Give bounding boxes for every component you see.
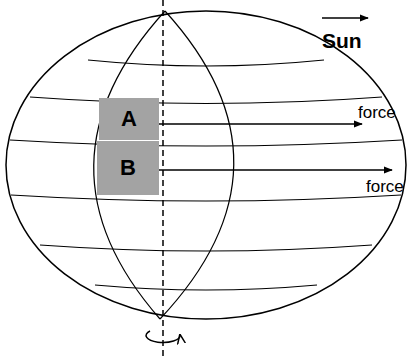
force-label: force [366, 178, 404, 195]
rotation-axis [162, 0, 164, 358]
latitude-lines [10, 60, 402, 290]
region-a: A [99, 98, 159, 140]
sun-direction-arrow [322, 17, 368, 19]
sun-label: Sun [322, 30, 362, 51]
region-letter: B [120, 157, 136, 179]
region-b: B [97, 141, 159, 195]
globe-outline [6, 11, 406, 319]
force-arrow [158, 169, 392, 171]
force-label: force [358, 104, 396, 121]
force-arrow [158, 123, 362, 125]
rotation-arrow [146, 331, 180, 342]
region-letter: A [121, 108, 137, 130]
